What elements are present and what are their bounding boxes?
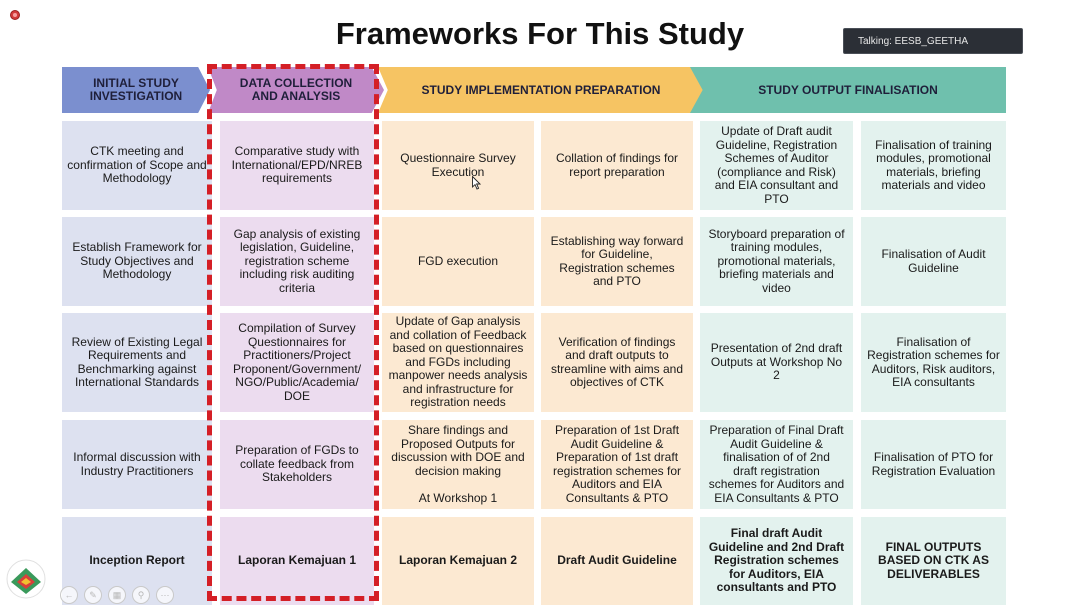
header-label: STUDY IMPLEMENTATION PREPARATION (421, 82, 661, 97)
mouse-cursor-icon (472, 176, 481, 190)
header-label: DATA COLLECTION AND ANALYSIS (239, 76, 353, 103)
table-cell: Comparative study with International/EPD… (220, 121, 374, 210)
table-cell: Final draft Audit Guideline and 2nd Draf… (700, 517, 853, 605)
record-dot-icon (10, 10, 20, 20)
table-cell: Laporan Kemajuan 1 (220, 517, 374, 605)
table-cell: Update of Draft audit Guideline, Registr… (700, 121, 853, 210)
organization-logo-icon (6, 559, 46, 599)
table-cell: Finalisation of Registration schemes for… (861, 313, 1006, 412)
header-label: INITIAL STUDY INVESTIGATION (89, 76, 183, 103)
previous-slide-icon[interactable]: ← (60, 586, 78, 604)
header-study-implementation: STUDY IMPLEMENTATION PREPARATION (378, 67, 704, 113)
table-cell: Gap analysis of existing legislation, Gu… (220, 217, 374, 306)
table-cell: Storyboard preparation of training modul… (700, 217, 853, 306)
header-initial-study-investigation: INITIAL STUDY INVESTIGATION (62, 67, 210, 113)
table-cell: Preparation of Final Draft Audit Guideli… (700, 420, 853, 509)
table-cell: Questionnaire Survey Execution (382, 121, 534, 210)
table-cell: Finalisation of Audit Guideline (861, 217, 1006, 306)
talking-indicator: Talking: EESB_GEETHA (843, 28, 1023, 54)
table-cell: Share findings and Proposed Outputs for … (382, 420, 534, 509)
table-cell: Preparation of 1st Draft Audit Guideline… (541, 420, 693, 509)
table-cell: Establish Framework for Study Objectives… (62, 217, 212, 306)
table-cell: Presentation of 2nd draft Outputs at Wor… (700, 313, 853, 412)
zoom-icon[interactable]: ⚲ (132, 586, 150, 604)
table-cell: FGD execution (382, 217, 534, 306)
header-data-collection: DATA COLLECTION AND ANALYSIS (208, 67, 384, 113)
table-cell: Informal discussion with Industry Practi… (62, 420, 212, 509)
pen-icon[interactable]: ✎ (84, 586, 102, 604)
table-cell: Finalisation of PTO for Registration Eva… (861, 420, 1006, 509)
header-label: STUDY OUTPUT FINALISATION (758, 82, 938, 97)
table-cell: Finalisation of training modules, promot… (861, 121, 1006, 210)
table-cell: Verification of findings and draft outpu… (541, 313, 693, 412)
table-cell: Draft Audit Guideline (541, 517, 693, 605)
table-cell: Compilation of Survey Questionnaires for… (220, 313, 374, 412)
slides-grid-icon[interactable]: ▦ (108, 586, 126, 604)
table-cell: FINAL OUTPUTS BASED ON CTK AS DELIVERABL… (861, 517, 1006, 605)
table-cell: Preparation of FGDs to collate feedback … (220, 420, 374, 509)
page-title: Frameworks For This Study (335, 16, 745, 51)
table-cell: Review of Existing Legal Requirements an… (62, 313, 212, 412)
more-options-icon[interactable]: ⋯ (156, 586, 174, 604)
table-cell: Establishing way forward for Guideline, … (541, 217, 693, 306)
table-cell: Laporan Kemajuan 2 (382, 517, 534, 605)
table-cell: Update of Gap analysis and collation of … (382, 313, 534, 412)
table-cell: CTK meeting and confirmation of Scope an… (62, 121, 212, 210)
table-cell: Collation of findings for report prepara… (541, 121, 693, 210)
presentation-toolbar: ← ✎ ▦ ⚲ ⋯ (60, 586, 174, 604)
header-study-output: STUDY OUTPUT FINALISATION (690, 67, 1006, 113)
